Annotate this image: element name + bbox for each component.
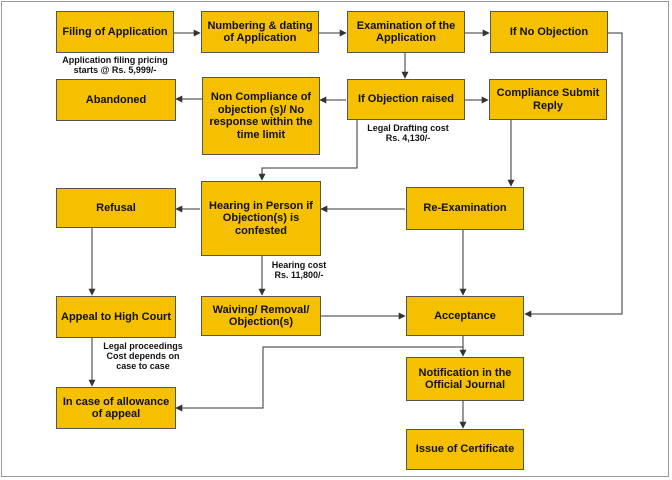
box-waiving: Waiving/ Removal/ Objection(s) [201, 296, 321, 336]
note-filing-cost-line-2: starts @ Rs. 5,999/- [73, 65, 157, 75]
box-refusal: Refusal [56, 188, 176, 228]
arrow-acceptance-to-allowance [175, 346, 463, 412]
box-non-compliance: Non Compliance of objection (s)/ No resp… [202, 77, 320, 155]
box-compliance: Compliance Submit Reply [489, 79, 607, 120]
box-notification: Notification in the Official Journal [406, 357, 524, 401]
note-filing-cost: Application filing pricing starts @ Rs. … [56, 55, 174, 75]
box-filing: Filing of Application [56, 11, 174, 53]
box-abandoned: Abandoned [56, 79, 176, 121]
box-acceptance: Acceptance [406, 296, 524, 336]
note-hearing-cost-line-1: Hearing cost [271, 260, 327, 270]
note-drafting-cost-line-1: Legal Drafting cost [367, 123, 449, 133]
note-hearing-cost: Hearing cost Rs. 11,800/- [262, 260, 336, 280]
note-drafting-cost: Legal Drafting cost Rs. 4,130/- [352, 123, 464, 143]
box-certificate: Issue of Certificate [406, 429, 524, 470]
note-legal-line-3: case to case [116, 361, 170, 371]
box-numbering: Numbering & dating of Application [201, 11, 319, 53]
box-examination: Examination of the Application [347, 11, 465, 53]
note-hearing-cost-line-2: Rs. 11,800/- [274, 270, 324, 280]
note-filing-cost-line-1: Application filing pricing [62, 55, 168, 65]
note-drafting-cost-line-2: Rs. 4,130/- [385, 133, 431, 143]
arrow-no-objection-to-acceptance [524, 32, 623, 318]
box-allowance: In case of allowance of appeal [56, 387, 176, 429]
arrow-objection-to-hearing [258, 120, 358, 181]
note-legal-proceedings: Legal proceedings Cost depends on case t… [96, 341, 190, 371]
box-no-objection: If No Objection [490, 11, 608, 53]
box-hearing: Hearing in Person if Objection(s) is con… [201, 181, 321, 256]
box-appeal: Appeal to High Court [56, 296, 176, 338]
box-reexamination: Re-Examination [406, 187, 524, 230]
box-objection-raised: If Objection raised [347, 79, 465, 120]
note-legal-line-1: Legal proceedings [103, 341, 183, 351]
note-legal-line-2: Cost depends on [106, 351, 180, 361]
